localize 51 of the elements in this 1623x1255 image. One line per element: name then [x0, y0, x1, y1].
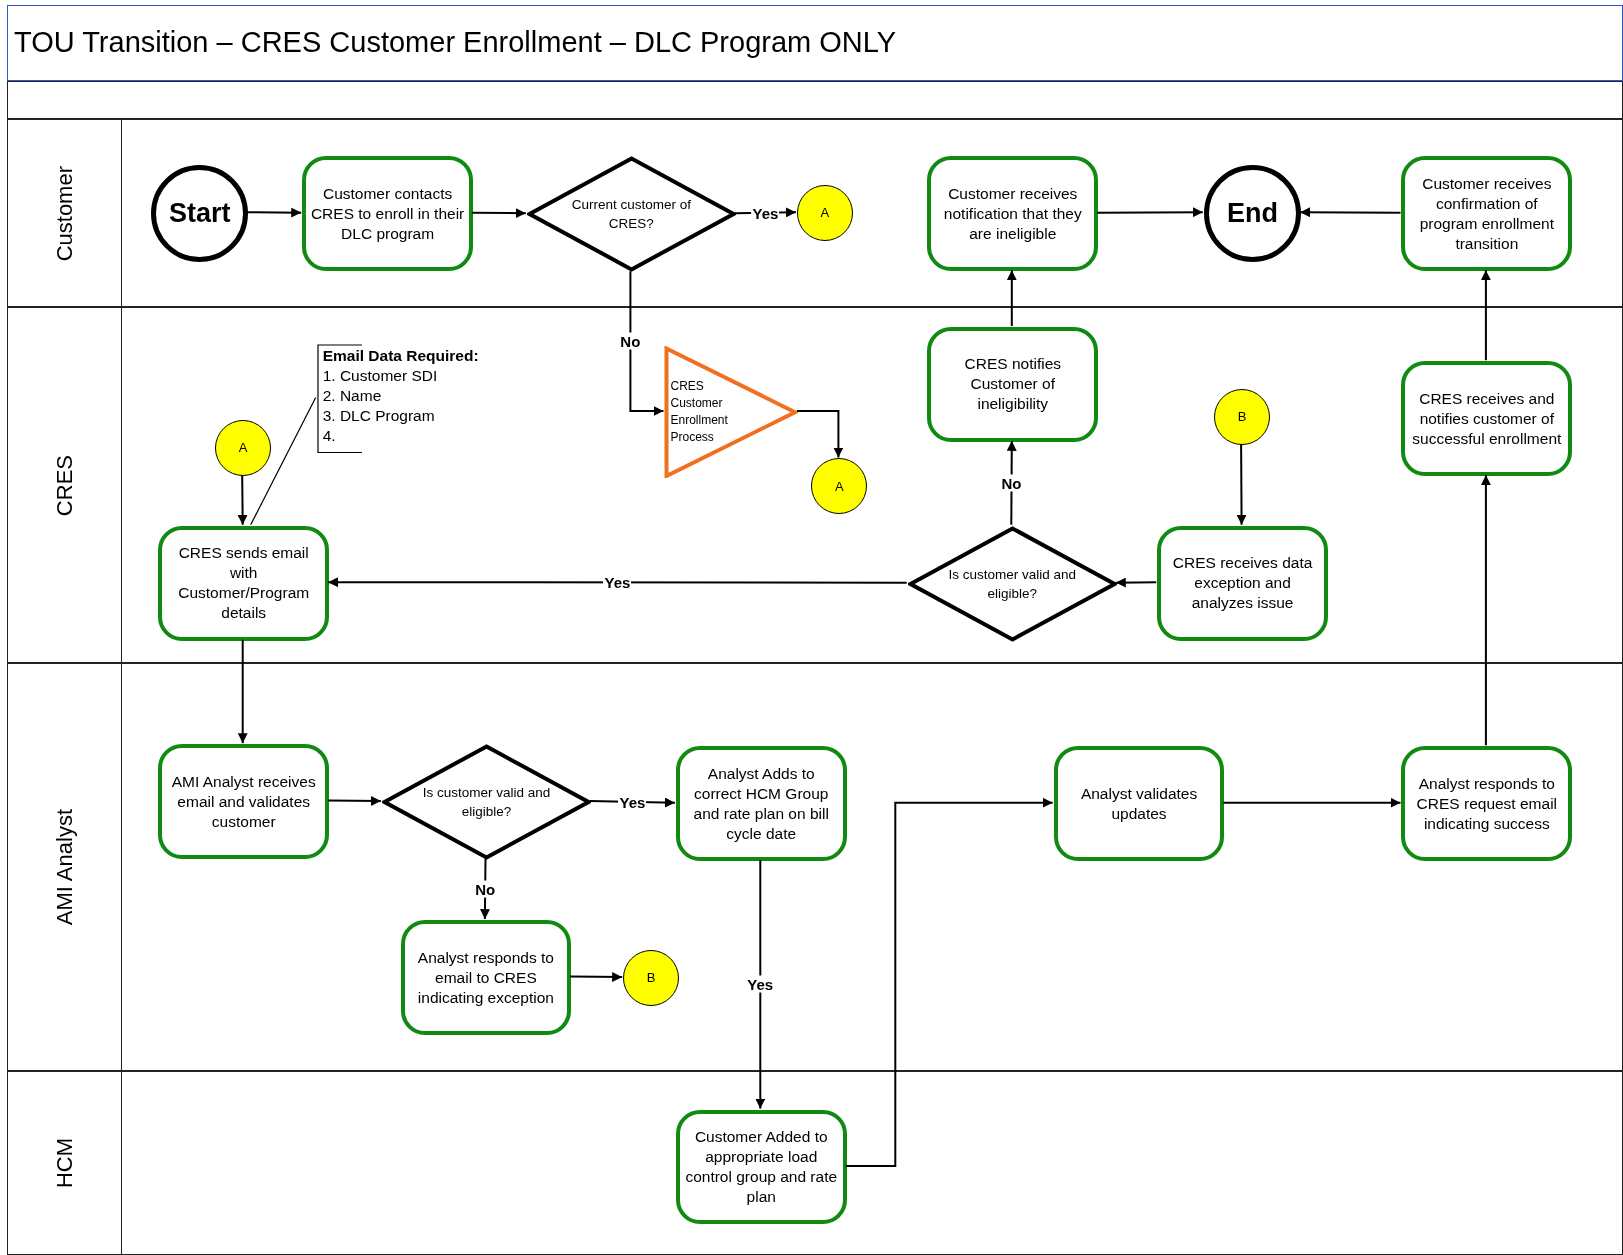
process-box: Analyst Adds to correct HCM Group and rate plan on bill cycle date [675, 746, 847, 862]
lane-header: AMI Analyst [8, 664, 123, 1071]
process-box: Customer receives confirmation of program enrollment transition [1401, 156, 1573, 272]
decision-diamond: Is customer valid and eligible? [381, 744, 591, 861]
arrow [1299, 207, 1402, 218]
swimlane [7, 119, 1623, 308]
edge-label: No [1000, 474, 1023, 492]
swimlane [7, 1071, 1623, 1255]
arrow [755, 859, 766, 1110]
edge-label: No [619, 332, 642, 350]
process-box: CRES receives data exception and analyzes issue [1157, 525, 1328, 641]
process-box: CRES receives and notifies customer of successful enrollment [1401, 361, 1573, 477]
arrow [237, 638, 248, 745]
lane-header: CRES [8, 308, 123, 663]
arrow [237, 474, 248, 526]
arrow [569, 972, 624, 982]
arrow [471, 208, 527, 219]
diagram-title: TOU Transition – CRES Customer Enrollment – DLC Program ONLY [14, 25, 897, 61]
swimlane [7, 307, 1623, 664]
lane-header: HCM [8, 1072, 123, 1254]
process-box: Customer Added to appropriate load control group and rate plan [675, 1109, 847, 1225]
arrow [1480, 474, 1491, 747]
arrow [844, 797, 1054, 1167]
decision-diamond: Current customer of CRES? [526, 156, 736, 273]
callout-note: Email Data Required: 1. Customer SDI 2. Name 3. DLC Program 4. [316, 343, 501, 454]
process-box: Analyst responds to CRES request email indicating success [1401, 746, 1573, 862]
edge-label: Yes [746, 975, 775, 993]
arrow [246, 207, 303, 218]
process-box: CRES sends email with Customer/Program details [158, 525, 330, 641]
process-box: Customer receives notification that they are ineligible [927, 156, 1099, 272]
arrow [327, 796, 382, 806]
process-box: Analyst validates updates [1053, 746, 1225, 862]
process-box: Analyst responds to email to CRES indicating exception [400, 920, 572, 1035]
arrow [1222, 797, 1402, 808]
arrow [1096, 207, 1204, 218]
arrow [796, 409, 844, 459]
decision-diamond: Is customer valid and eligible? [907, 525, 1117, 642]
arrow [1236, 443, 1247, 526]
arrow [629, 270, 665, 416]
process-triangle: CRES Customer Enrollment Process [664, 345, 798, 479]
edge-label: No [474, 880, 497, 898]
process-box: Customer contacts CRES to enroll in their DLC program [302, 156, 473, 272]
arrow [1114, 577, 1158, 588]
process-box: AMI Analyst receives email and validates customer [158, 744, 330, 860]
process-box: CRES notifies Customer of ineligibility [927, 327, 1099, 442]
arrow [1006, 269, 1017, 327]
arrow [327, 577, 908, 588]
leader-line [250, 396, 317, 526]
lane-header: Customer [8, 120, 123, 307]
swimlane [7, 663, 1623, 1072]
arrow [1480, 269, 1491, 362]
